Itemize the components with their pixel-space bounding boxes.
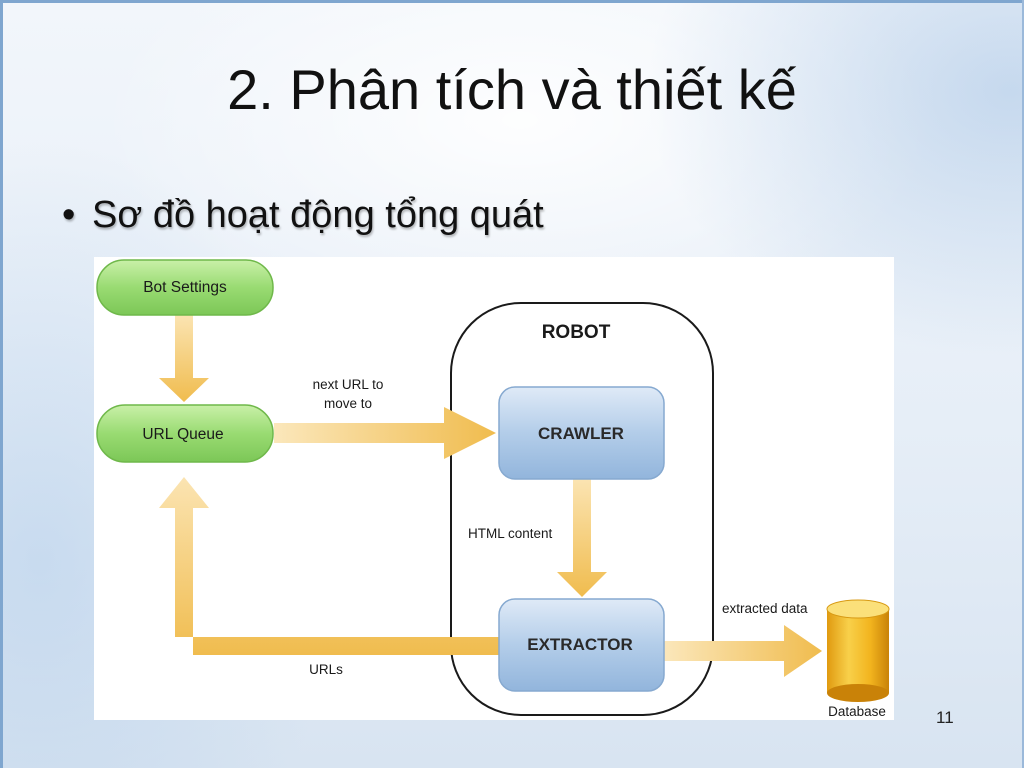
bullet-dot: • — [62, 194, 76, 236]
arrow-extractor-to-queue — [159, 477, 499, 655]
arrow-crawler-to-extractor — [557, 479, 607, 597]
slide-title: 2. Phân tích và thiết kế — [227, 58, 797, 121]
edge-label-html-content: HTML content — [468, 526, 553, 541]
database-label: Database — [828, 704, 886, 719]
bot-settings-node — [96, 259, 274, 316]
robot-label: ROBOT — [542, 322, 611, 343]
edge-label-next-url-line2: move to — [324, 396, 372, 411]
slide-border — [1022, 0, 1024, 768]
edge-label-extracted-data: extracted data — [722, 601, 808, 616]
slide-border — [0, 0, 1024, 3]
crawler-label: CRAWLER — [538, 424, 624, 443]
extractor-label: EXTRACTOR — [527, 635, 632, 654]
bot-settings-label: Bot Settings — [143, 279, 227, 296]
slide-border — [0, 0, 3, 768]
diagram-canvas: ROBOT Bot Settings URL Queue CRAWLER EXT… — [96, 259, 890, 719]
edge-label-urls: URLs — [309, 662, 343, 677]
crawler-node — [498, 386, 665, 480]
arrow-queue-to-crawler — [274, 407, 496, 459]
arrow-extractor-to-database — [664, 625, 822, 677]
bullet-item: • Sơ đồ hoạt động tổng quát — [62, 194, 544, 237]
url-queue-label: URL Queue — [142, 426, 223, 443]
arrow-settings-to-queue — [159, 315, 209, 402]
extractor-node — [498, 598, 665, 692]
edge-label-next-url-line1: next URL to — [313, 377, 384, 392]
url-queue-node — [96, 404, 274, 463]
bullet-text: Sơ đồ hoạt động tổng quát — [92, 194, 544, 236]
database-icon — [826, 599, 890, 702]
activity-diagram: ROBOT Bot Settings URL Queue CRAWLER EXT… — [94, 257, 894, 720]
page-number: 11 — [936, 708, 954, 727]
